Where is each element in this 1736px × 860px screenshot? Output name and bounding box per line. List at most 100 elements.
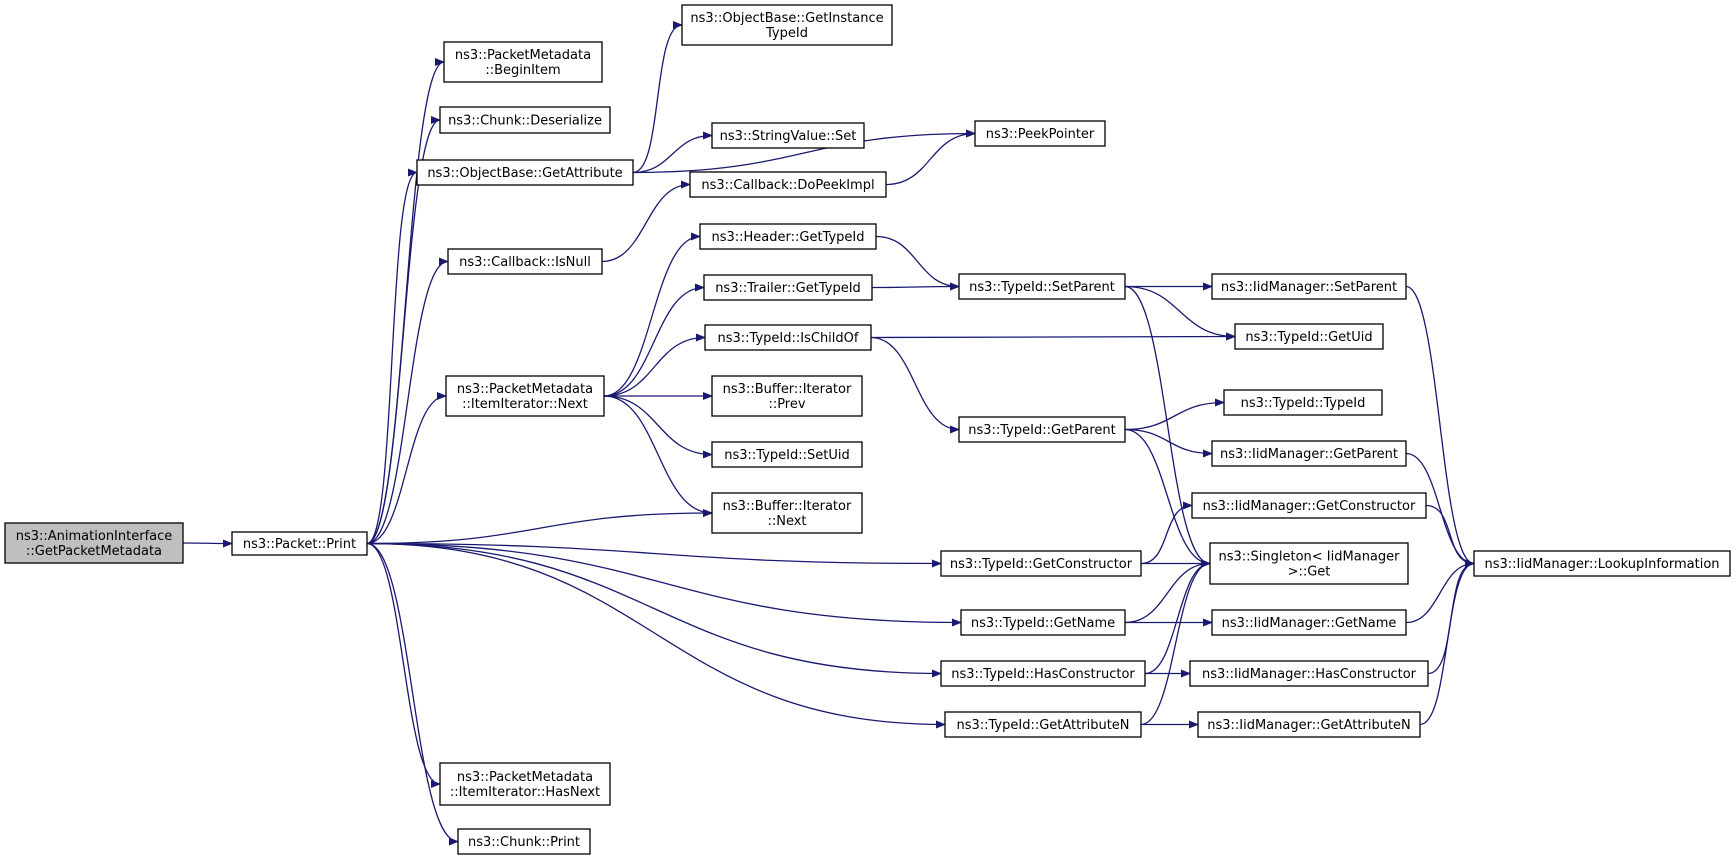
- edge-type-id-is-child-of-to-type-id-get-parent: [870, 336, 960, 434]
- edge-object-base-get-attribute-to-object-base-get-instance-type-id: [632, 21, 683, 174]
- node-box: [711, 122, 865, 149]
- node-box: [940, 550, 1142, 577]
- node-label: ns3::PacketMetadata: [455, 48, 591, 63]
- edge-type-id-get-parent-to-singleton-get: [1124, 428, 1211, 568]
- node-object-base-get-attribute[interactable]: ns3::ObjectBase::GetAttribute: [416, 159, 634, 186]
- node-iid-manager-set-parent[interactable]: ns3::IidManager::SetParent: [1211, 273, 1407, 300]
- node-label: ns3::TypeId::HasConstructor: [951, 667, 1135, 682]
- edge-type-id-is-child-of-to-type-id-get-uid: [870, 332, 1236, 341]
- node-label: ns3::PacketMetadata: [457, 770, 593, 785]
- edge-iid-manager-get-constructor-to-iid-manager-lookup-information: [1425, 504, 1475, 568]
- node-label: TypeId: [765, 26, 808, 41]
- node-box: [958, 273, 1126, 300]
- edge-animation-interface-get-packet-metadata-to-packet-print: [182, 539, 233, 548]
- edge-callback-do-peek-impl-to-peek-pointer: [885, 129, 976, 186]
- node-label: ns3::TypeId::TypeId: [1241, 396, 1366, 411]
- node-box: [1191, 492, 1427, 519]
- node-label: ns3::IidManager::SetParent: [1221, 280, 1397, 295]
- node-callback-do-peek-impl[interactable]: ns3::Callback::DoPeekImpl: [689, 171, 887, 198]
- node-label: ns3::TypeId::SetParent: [969, 280, 1115, 295]
- edge-type-id-get-parent-to-type-id-type-id: [1124, 398, 1225, 431]
- node-packet-metadata-begin-item[interactable]: ns3::PacketMetadata::BeginItem: [443, 41, 603, 83]
- node-box: [958, 416, 1126, 443]
- node-box: [1197, 711, 1421, 738]
- node-box: [940, 660, 1146, 687]
- node-box: [974, 120, 1106, 147]
- node-iid-manager-has-constructor[interactable]: ns3::IidManager::HasConstructor: [1189, 660, 1429, 687]
- node-trailer-get-type-id[interactable]: ns3::Trailer::GetTypeId: [703, 274, 873, 301]
- node-label: ::BeginItem: [485, 63, 560, 78]
- node-type-id-type-id[interactable]: ns3::TypeId::TypeId: [1223, 389, 1383, 416]
- node-label: ns3::PacketMetadata: [457, 382, 593, 397]
- node-layer: ns3::AnimationInterface::GetPacketMetada…: [4, 4, 1731, 855]
- node-chunk-print[interactable]: ns3::Chunk::Print: [457, 828, 591, 855]
- node-header-get-type-id[interactable]: ns3::Header::GetTypeId: [699, 223, 877, 250]
- node-label: ns3::Chunk::Deserialize: [448, 114, 602, 129]
- node-singleton-get[interactable]: ns3::Singleton< IidManager >::Get: [1209, 542, 1409, 585]
- node-iid-manager-lookup-information[interactable]: ns3::IidManager::LookupInformation: [1473, 550, 1731, 577]
- node-peek-pointer[interactable]: ns3::PeekPointer: [974, 120, 1106, 147]
- node-type-id-set-parent[interactable]: ns3::TypeId::SetParent: [958, 273, 1126, 300]
- node-box: [699, 223, 877, 250]
- node-label: ns3::IidManager::HasConstructor: [1202, 667, 1417, 682]
- node-label: ns3::StringValue::Set: [720, 129, 857, 144]
- edge-packet-print-to-item-iterator-next: [366, 392, 447, 545]
- node-iid-manager-get-attribute-n[interactable]: ns3::IidManager::GetAttributeN: [1197, 711, 1421, 738]
- node-label: ns3::TypeId::GetName: [971, 616, 1115, 631]
- node-label: ns3::Buffer::Iterator: [723, 499, 852, 514]
- node-iid-manager-get-parent[interactable]: ns3::IidManager::GetParent: [1211, 440, 1407, 467]
- node-label: ns3::Header::GetTypeId: [711, 230, 864, 245]
- node-type-id-get-parent[interactable]: ns3::TypeId::GetParent: [958, 416, 1126, 443]
- node-label: ns3::IidManager::LookupInformation: [1484, 557, 1719, 572]
- node-label: ns3::IidManager::GetName: [1222, 616, 1397, 631]
- node-label: ns3::Callback::IsNull: [459, 255, 591, 270]
- node-box: [416, 159, 634, 186]
- node-string-value-set[interactable]: ns3::StringValue::Set: [711, 122, 865, 149]
- edge-callback-is-null-to-callback-do-peek-impl: [601, 180, 691, 263]
- node-box: [703, 274, 873, 301]
- node-buffer-iterator-prev[interactable]: ns3::Buffer::Iterator::Prev: [711, 375, 863, 417]
- node-iid-manager-get-name[interactable]: ns3::IidManager::GetName: [1211, 609, 1407, 636]
- node-box: [711, 492, 863, 534]
- node-box: [1473, 550, 1731, 577]
- node-label: ::Next: [767, 514, 806, 529]
- edge-item-iterator-next-to-header-get-type-id: [603, 232, 701, 397]
- node-label: ::Prev: [768, 397, 805, 412]
- node-box: [1211, 609, 1407, 636]
- node-callback-is-null[interactable]: ns3::Callback::IsNull: [447, 248, 603, 275]
- node-label: ns3::TypeId::IsChildOf: [718, 331, 859, 346]
- edge-packet-print-to-item-iterator-has-next: [366, 542, 441, 788]
- edge-type-id-set-parent-to-type-id-get-uid: [1124, 285, 1236, 341]
- edge-iid-manager-get-name-to-iid-manager-lookup-information: [1405, 559, 1475, 624]
- node-packet-print[interactable]: ns3::Packet::Print: [231, 531, 368, 556]
- node-box: [1223, 389, 1383, 416]
- node-type-id-get-attribute-n[interactable]: ns3::TypeId::GetAttributeN: [944, 711, 1142, 738]
- edge-packet-print-to-buffer-iterator-next: [366, 509, 713, 545]
- edge-object-base-get-attribute-to-peek-pointer: [632, 129, 976, 174]
- node-label: ::ItemIterator::HasNext: [450, 785, 600, 800]
- edge-item-iterator-next-to-trailer-get-type-id: [603, 283, 705, 397]
- node-chunk-deserialize[interactable]: ns3::Chunk::Deserialize: [439, 106, 611, 134]
- node-type-id-get-name[interactable]: ns3::TypeId::GetName: [960, 609, 1126, 636]
- node-type-id-get-uid[interactable]: ns3::TypeId::GetUid: [1234, 323, 1384, 350]
- node-type-id-get-constructor[interactable]: ns3::TypeId::GetConstructor: [940, 550, 1142, 577]
- node-box: [711, 375, 863, 417]
- node-iid-manager-get-constructor[interactable]: ns3::IidManager::GetConstructor: [1191, 492, 1427, 519]
- node-box: [689, 171, 887, 198]
- node-box: [1189, 660, 1429, 687]
- node-item-iterator-next[interactable]: ns3::PacketMetadata::ItemIterator::Next: [445, 375, 605, 417]
- node-box: [960, 609, 1126, 636]
- node-type-id-has-constructor[interactable]: ns3::TypeId::HasConstructor: [940, 660, 1146, 687]
- node-label: ns3::PeekPointer: [986, 127, 1095, 142]
- node-animation-interface-get-packet-metadata[interactable]: ns3::AnimationInterface::GetPacketMetada…: [4, 522, 184, 564]
- node-buffer-iterator-next[interactable]: ns3::Buffer::Iterator::Next: [711, 492, 863, 534]
- node-label: ns3::TypeId::GetUid: [1245, 330, 1372, 345]
- node-item-iterator-has-next[interactable]: ns3::PacketMetadata::ItemIterator::HasNe…: [439, 762, 611, 806]
- edge-item-iterator-next-to-type-id-set-uid: [603, 395, 713, 459]
- node-type-id-is-child-of[interactable]: ns3::TypeId::IsChildOf: [704, 324, 872, 351]
- node-type-id-set-uid[interactable]: ns3::TypeId::SetUid: [711, 441, 863, 468]
- edge-type-id-get-constructor-to-iid-manager-get-constructor: [1140, 501, 1193, 565]
- node-label: ns3::TypeId::GetConstructor: [950, 557, 1133, 572]
